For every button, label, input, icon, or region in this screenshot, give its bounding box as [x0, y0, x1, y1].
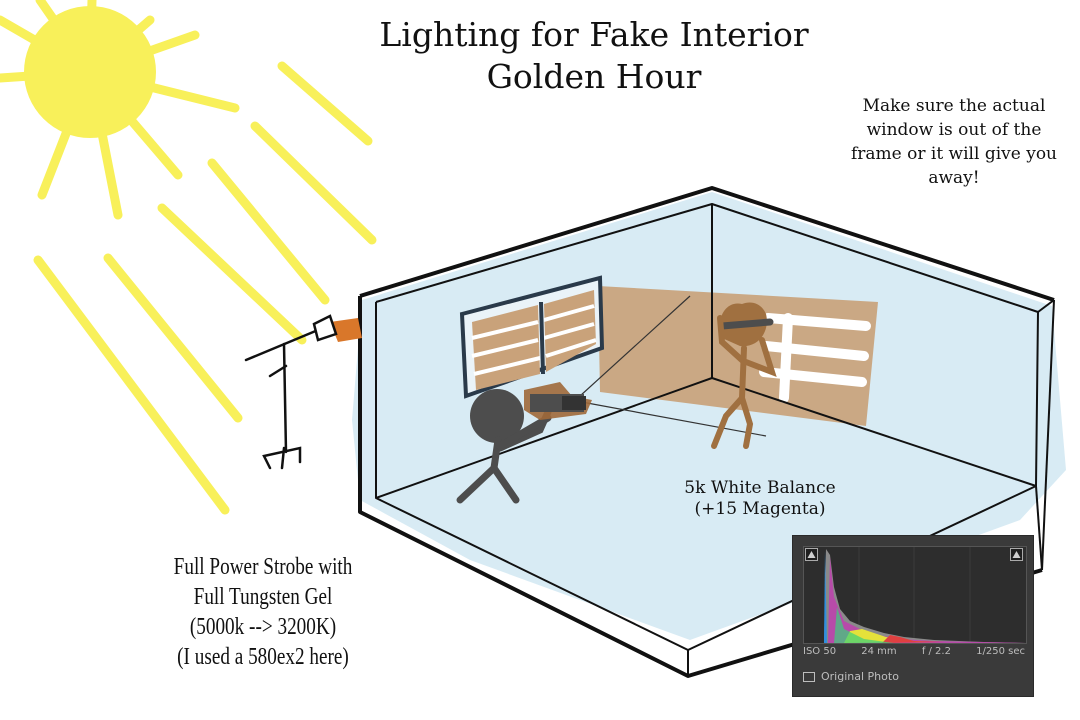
strobe-note-line: Full Power Strobe with [173, 554, 353, 580]
shutter-value: 1/250 sec [976, 646, 1025, 657]
highlight-clipping-toggle[interactable] [1010, 548, 1023, 561]
camera-sightlines [559, 295, 767, 437]
title-line-2: Golden Hour [486, 57, 702, 96]
white-balance-label: 5k White Balance (+15 Magenta) [650, 478, 870, 520]
iso-value: ISO 50 [803, 646, 837, 657]
note-line: frame or it will give you [850, 144, 1058, 164]
strobe-note: Full Power Strobe with Full Tungsten Gel… [155, 552, 371, 672]
note-line: Make sure the actual [862, 96, 1046, 116]
photographer-figure [456, 382, 592, 504]
aperture-value: f / 2.2 [921, 646, 951, 657]
window-light-stripes [759, 313, 871, 403]
wb-line-2: (+15 Magenta) [694, 499, 826, 519]
exif-readout: ISO 50 24 mm f / 2.2 1/250 sec [803, 646, 1025, 657]
window [459, 275, 605, 399]
camera-icon [524, 382, 592, 420]
sun-icon [0, 0, 240, 220]
strobe-light-icon [312, 314, 362, 342]
window-frame-note: Make sure the actual window is out of th… [836, 94, 1072, 190]
room-inner-edges [375, 203, 1055, 676]
shadow-clipping-toggle[interactable] [805, 548, 818, 561]
strobe-note-line: (I used a 580ex2 here) [177, 644, 349, 670]
diagram-title: Lighting for Fake Interior Golden Hour [344, 14, 844, 98]
strobe-note-line: (5000k --> 3200K) [189, 614, 337, 640]
wb-line-1: 5k White Balance [684, 478, 836, 498]
subject-figure [711, 302, 777, 449]
note-line: away! [928, 168, 980, 188]
note-line: window is out of the [866, 120, 1042, 140]
title-line-1: Lighting for Fake Interior [379, 15, 809, 54]
original-photo-label: Original Photo [821, 670, 899, 683]
histogram-panel: ISO 50 24 mm f / 2.2 1/250 sec Original … [792, 535, 1034, 697]
strobe-stand [244, 328, 320, 470]
strobe-note-line: Full Tungsten Gel [193, 584, 333, 610]
triangle-up-icon [1012, 551, 1021, 558]
histogram-plot [803, 546, 1027, 644]
original-photo-toggle[interactable]: Original Photo [803, 670, 899, 683]
sunlight-beams [33, 61, 377, 515]
triangle-up-icon [807, 551, 816, 558]
checkbox-icon[interactable] [803, 671, 815, 682]
focal-length-value: 24 mm [861, 646, 897, 657]
